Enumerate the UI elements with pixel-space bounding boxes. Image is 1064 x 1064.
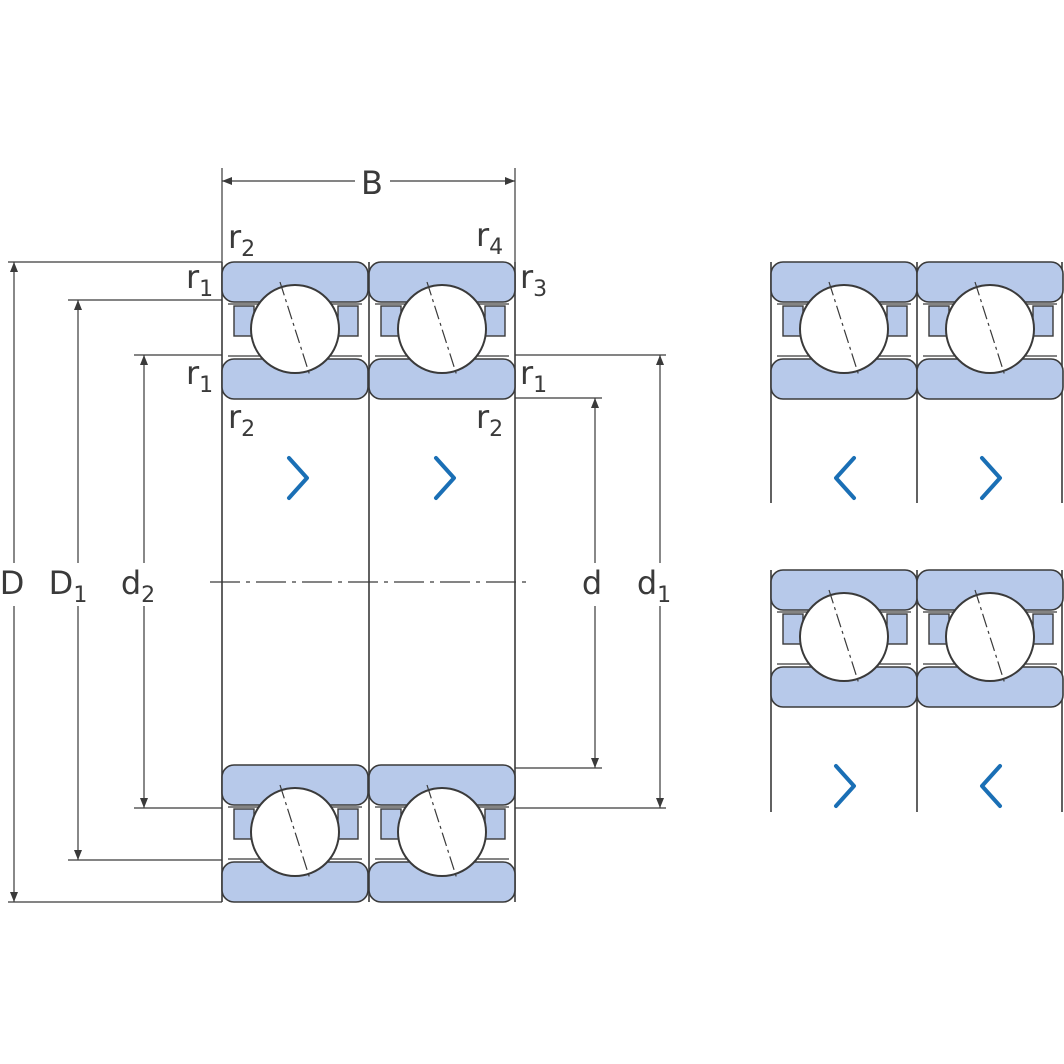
bearing-unit-btb-left xyxy=(770,261,918,400)
bearing-unit-top-right xyxy=(368,261,516,400)
dimension-lines xyxy=(10,177,664,902)
radius-label-r1-inner-right: r1 xyxy=(520,354,547,398)
radius-label-r3-outer-right: r3 xyxy=(520,258,547,302)
bearing-unit-ftf-left xyxy=(770,569,918,708)
dimension-label-d: d xyxy=(582,564,602,602)
radius-label-r1-outer-left: r1 xyxy=(186,258,213,302)
dimension-label-B: B xyxy=(361,164,383,202)
dimension-label-d1: d1 xyxy=(637,564,671,608)
radius-label-r2-top-left: r2 xyxy=(228,218,255,262)
chevron-right-icon xyxy=(287,456,309,500)
radius-label-r2-bottom-right: r2 xyxy=(476,398,503,442)
chevron-left-icon xyxy=(834,456,856,500)
dimension-label-D1: D1 xyxy=(49,564,88,608)
chevron-right-icon xyxy=(434,456,456,500)
chevron-right-icon xyxy=(834,764,856,808)
dimension-label-d2: d2 xyxy=(121,564,155,608)
main-bearing-pair xyxy=(210,261,528,903)
radius-label-r4-top-right: r4 xyxy=(476,216,503,260)
radius-label-r1-inner-left: r1 xyxy=(186,354,213,398)
dimension-label-D: D xyxy=(0,564,24,602)
radius-label-r2-bottom-left: r2 xyxy=(228,398,255,442)
back-to-back-arrangement xyxy=(770,261,1064,503)
chevron-left-icon xyxy=(980,764,1002,808)
extension-lines xyxy=(8,168,666,903)
face-to-face-arrangement xyxy=(770,569,1064,812)
bearing-unit-ftf-right xyxy=(916,569,1064,708)
bearing-unit-btb-right xyxy=(916,261,1064,400)
bearing-unit-bottom-right xyxy=(368,764,516,903)
bearing-unit-top-left xyxy=(221,261,369,400)
chevron-right-icon xyxy=(980,456,1002,500)
bearing-unit-bottom-left xyxy=(221,764,369,903)
